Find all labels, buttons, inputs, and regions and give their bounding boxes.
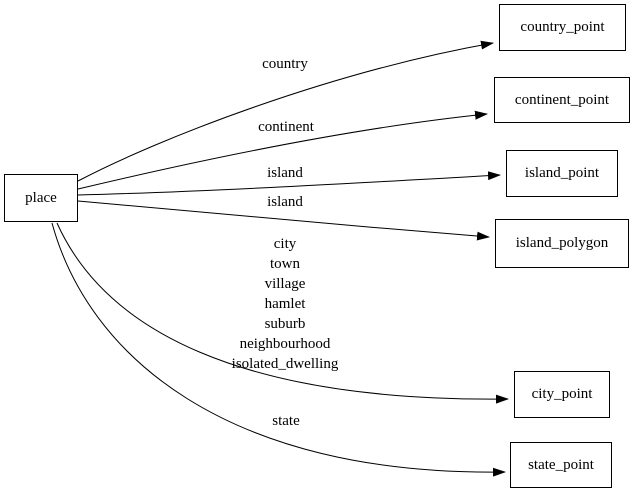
edge-label-line: neighbourhood (239, 336, 331, 352)
edge-label-line: city (273, 236, 297, 252)
edge-label-country: country (262, 56, 308, 72)
edge-place-country_point (77, 40, 494, 182)
edge-place-city_point (56, 222, 509, 404)
node-continent-point: continent_point (494, 77, 630, 123)
node-city-point: city_point (514, 371, 610, 418)
edge-label-line: town (270, 256, 300, 272)
edge-label-island-polygon: island (267, 194, 303, 210)
node-island-polygon: island_polygon (495, 219, 629, 268)
edge-place-continent_point (77, 110, 488, 190)
edge-label-island-point: island (267, 165, 303, 181)
edge-label-line: hamlet (264, 296, 306, 312)
node-country-point: country_point (499, 4, 626, 51)
edge-label-line: village (264, 276, 306, 292)
edge-label-city-point: city town village hamlet suburb neighbou… (232, 234, 339, 374)
edge-place-state_point (51, 222, 506, 477)
edge-label-line: isolated_dwelling (231, 356, 339, 372)
edge-place-island_polygon (77, 200, 490, 241)
node-place: place (4, 174, 78, 222)
edge-label-continent: continent (258, 119, 314, 135)
edge-place-island_point (77, 171, 501, 196)
node-state-point: state_point (510, 442, 612, 488)
edge-label-line: suburb (264, 316, 306, 332)
node-island-point: island_point (506, 150, 618, 197)
edge-label-state: state (272, 413, 300, 429)
